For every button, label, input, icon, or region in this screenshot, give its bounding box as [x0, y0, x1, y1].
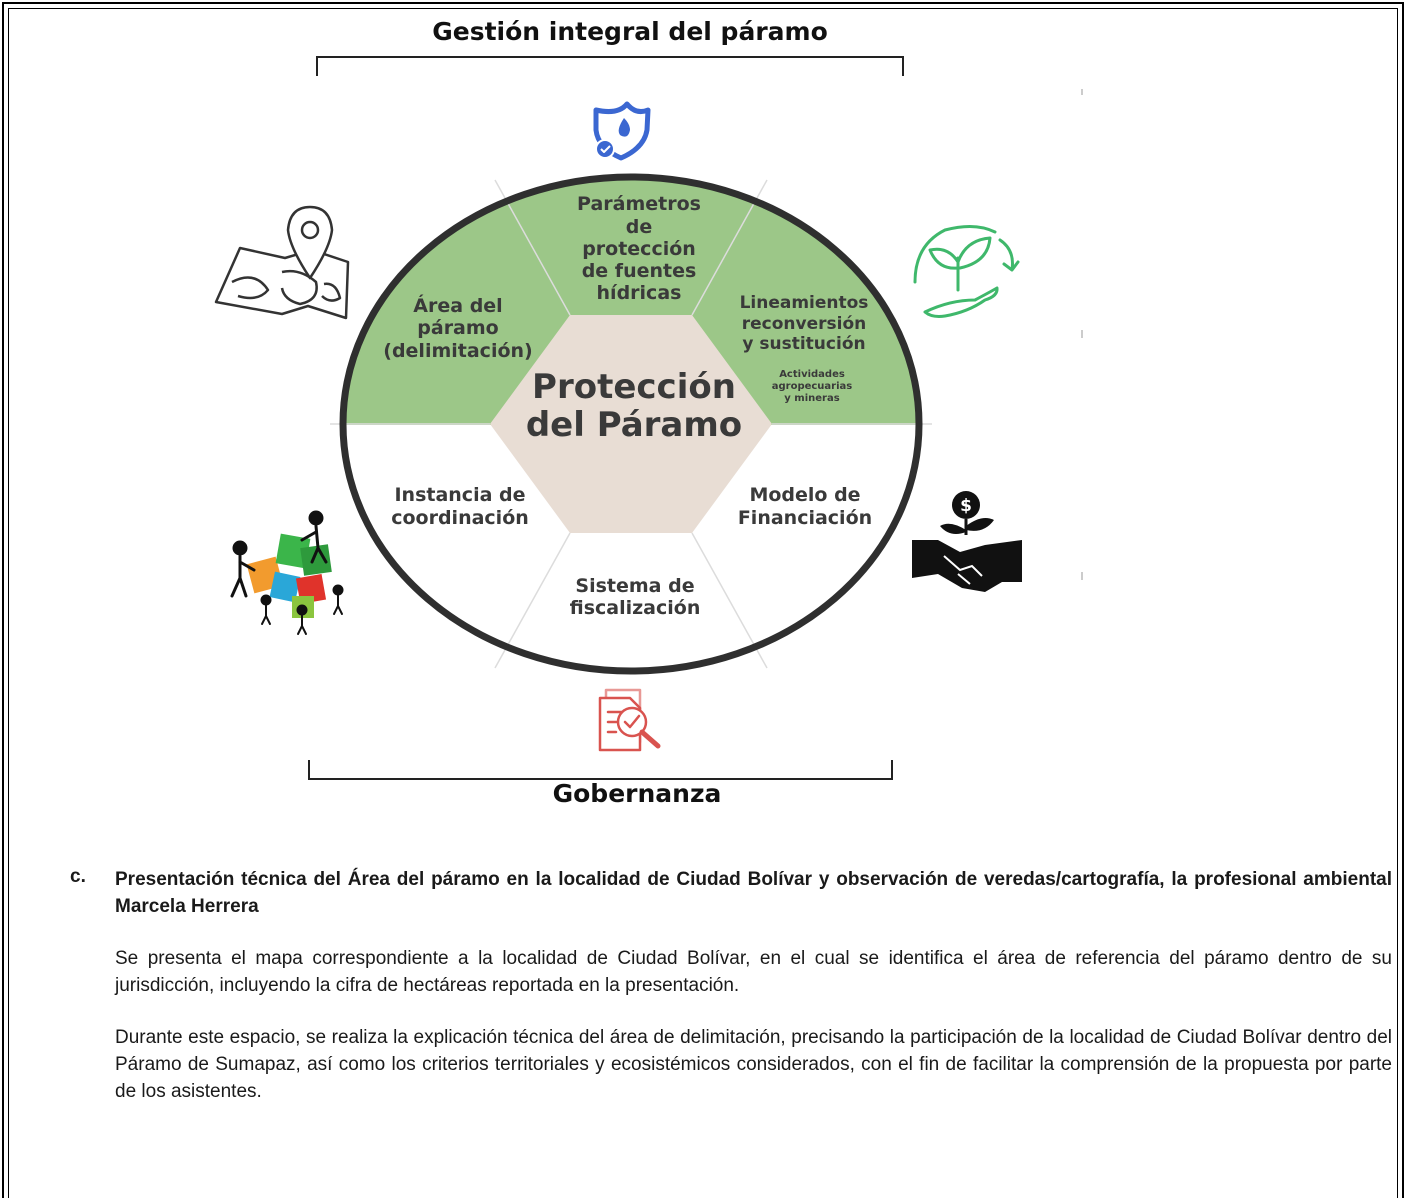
segment-top-right-subline: y mineras [784, 393, 839, 404]
segment-top-left-line: (delimitación) [383, 340, 532, 362]
bottom-label: Gobernanza [553, 779, 722, 808]
money-handshake-icon: $ [912, 491, 1022, 592]
segment-top: Parámetros de protección de fuentes hídr… [577, 193, 701, 304]
segment-top-right-line: y sustitución [742, 334, 865, 354]
team-puzzle-icon [230, 510, 344, 635]
paragraph: Durante este espacio, se realiza la expl… [115, 1027, 1392, 1102]
segment-left-line: coordinación [391, 507, 529, 529]
segment-top-right-subline: agropecuarias [772, 381, 853, 392]
segment-left-line: Instancia de [394, 484, 525, 506]
page-border-inner [8, 8, 1398, 1198]
section-heading: Presentación técnica del Área del páramo… [115, 869, 1392, 917]
segment-top-right-line: reconversión [742, 314, 867, 334]
segment-top-line: protección [582, 238, 696, 260]
plant-hand-icon [913, 225, 1020, 318]
segment-top-line: Parámetros [577, 193, 701, 215]
segment-top-left-line: páramo [417, 317, 498, 339]
segment-left: Instancia de coordinación [391, 484, 529, 529]
segment-top-line: de fuentes [582, 260, 697, 282]
segment-top-right-line: Lineamientos [740, 293, 869, 313]
bottom-bracket [308, 760, 893, 780]
map-pin-icon [214, 205, 350, 320]
segment-top-line: hídricas [597, 282, 682, 304]
segment-bottom-line: Sistema de [575, 575, 694, 597]
circle-upper-fill [343, 177, 919, 425]
diagram-title: Gestión integral del páramo [432, 17, 828, 46]
section-c: c. Presentación técnica del Área del pár… [70, 866, 1392, 1105]
segment-top-line: de [626, 216, 653, 238]
segment-right-line: Modelo de [749, 484, 860, 506]
svg-text:$: $ [960, 496, 972, 516]
segment-top-right-subline: Actividades [779, 369, 845, 380]
document-search-icon [598, 688, 661, 752]
governance-diagram: Gestión integral del páramo Protección d… [214, 17, 1083, 808]
segment-top-right: Lineamientos reconversión y sustitución … [740, 293, 869, 404]
segment-top-left-line: Área del [413, 294, 502, 317]
center-hexagon [490, 315, 772, 533]
segment-right: Modelo de Financiación [738, 484, 872, 529]
outer-ring [339, 173, 923, 675]
segment-bottom-line: fiscalización [570, 597, 701, 619]
top-bracket [316, 56, 904, 76]
segment-bottom: Sistema de fiscalización [570, 575, 701, 619]
section-marker: c. [70, 866, 86, 887]
center-title-line1: Protección [532, 367, 736, 407]
segment-right-line: Financiación [738, 507, 872, 529]
shield-water-icon [593, 101, 651, 161]
segment-top-left: Área del páramo (delimitación) [383, 294, 532, 362]
paragraph: Se presenta el mapa correspondiente a la… [115, 948, 1392, 996]
center-title-line2: del Páramo [526, 405, 742, 445]
